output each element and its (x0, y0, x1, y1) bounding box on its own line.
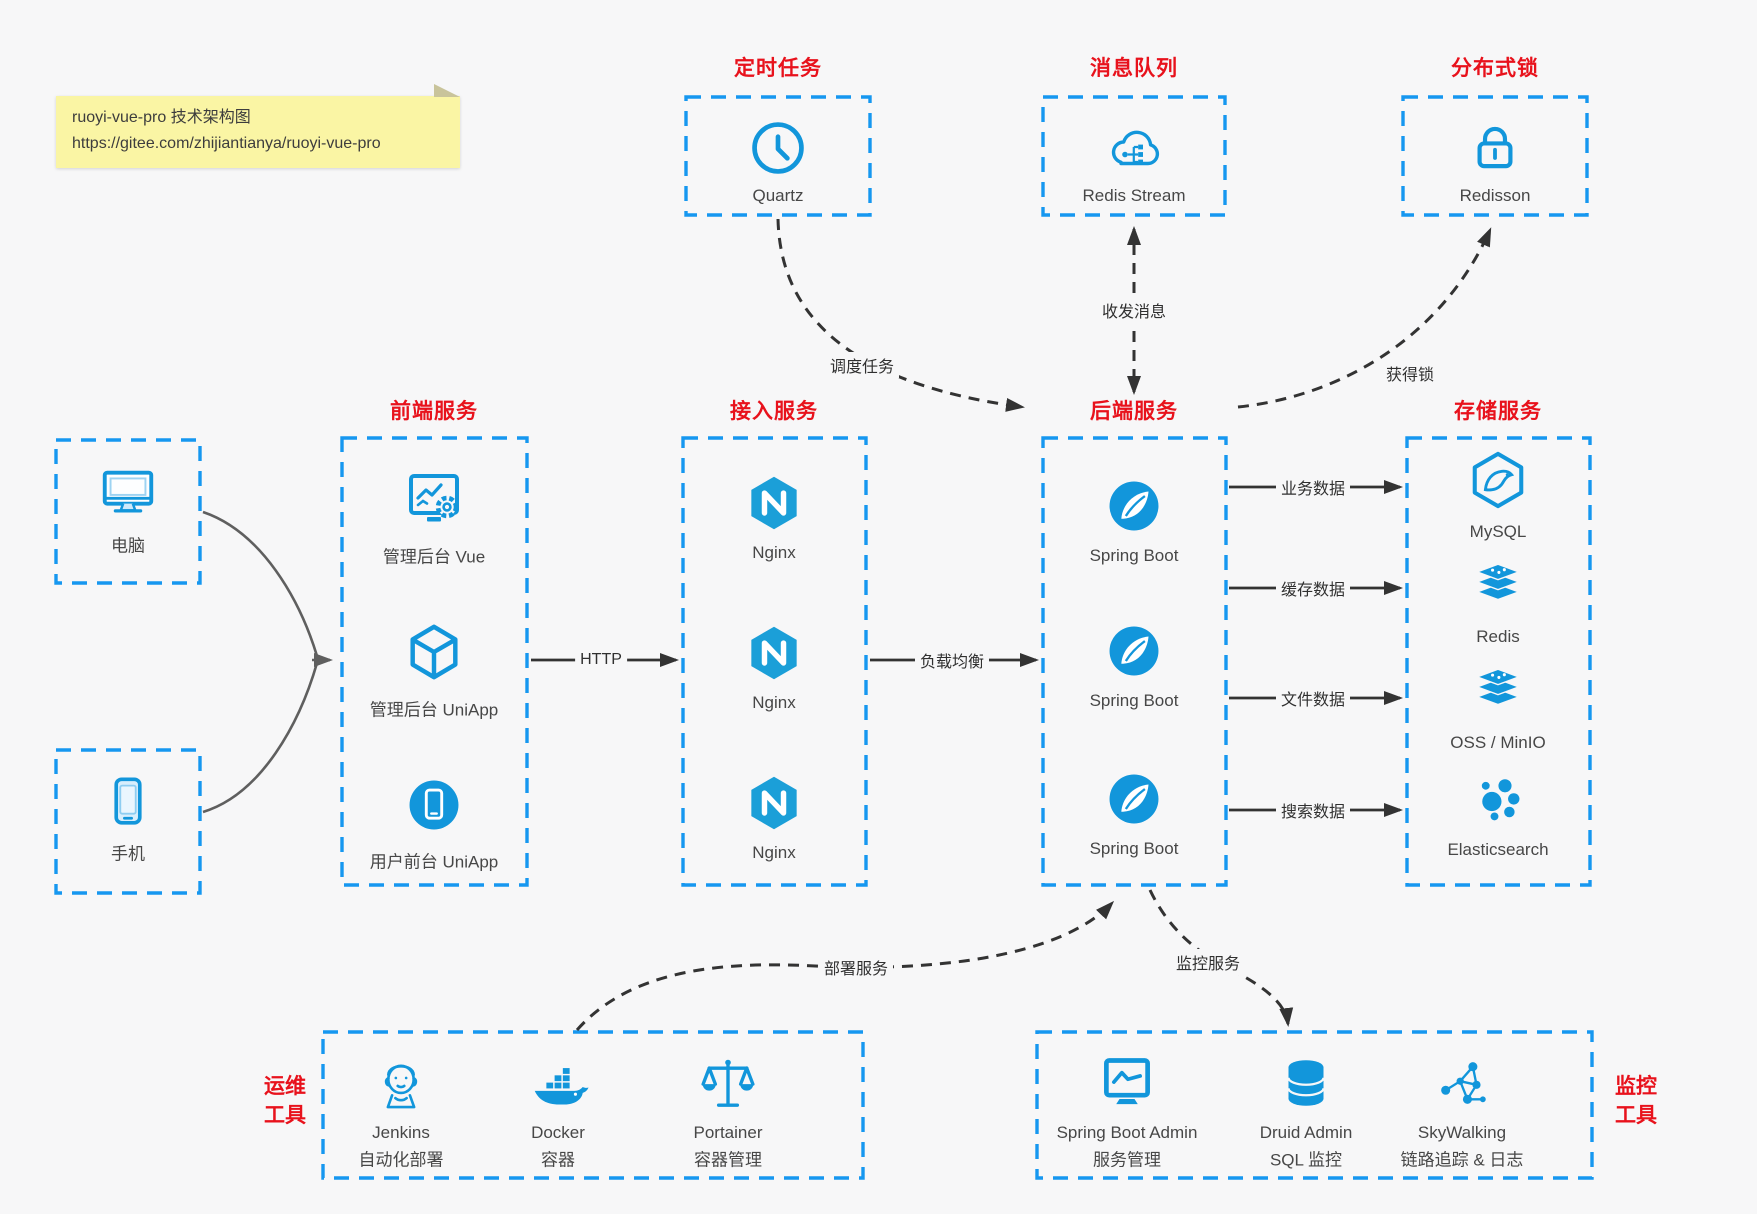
spring-boot-icon (1105, 770, 1163, 828)
node-label-spring-boot-3: Spring Boot (1089, 839, 1179, 858)
note-url: https://gitee.com/zhijiantianya/ruoyi-vu… (72, 135, 381, 152)
cloud-queue-icon (1102, 117, 1166, 181)
node-sublabel-druid: SQL 监控 (1269, 1150, 1343, 1170)
group-title-ops: 运维 工具 (264, 1072, 306, 1130)
oss-icon (1469, 662, 1527, 720)
desktop-icon (97, 461, 159, 523)
monitoring-box (1035, 1030, 1594, 1180)
dashed-arrows (575, 218, 1492, 1031)
mysql-icon (1467, 449, 1529, 511)
node-sublabel-portainer: 容器管理 (694, 1150, 762, 1170)
edge-label-business-data: 业务数据 (1275, 474, 1351, 500)
uniapp-cube-icon (403, 621, 465, 683)
node-label-elasticsearch: Elasticsearch (1447, 840, 1549, 859)
node-label-nginx-2: Nginx (752, 693, 796, 712)
node-label-skywalking: SkyWalking (1417, 1123, 1507, 1142)
node-label-spring-boot-1: Spring Boot (1089, 546, 1179, 565)
node-label-springboot-admin: Spring Boot Admin (1056, 1123, 1198, 1142)
node-label-redis: Redis (1476, 627, 1520, 646)
monitoring-title-line2: 工具 (1615, 1104, 1657, 1127)
frontend-box (340, 436, 529, 887)
monitoring-title-line1: 监控 (1615, 1075, 1657, 1098)
mobile-app-icon (405, 776, 463, 834)
group-title-backend: 后端服务 (1090, 400, 1178, 423)
note-title: ruoyi-vue-pro 技术架构图 (72, 109, 251, 126)
ops-title-line2: 工具 (264, 1104, 306, 1127)
group-title-gateway: 接入服务 (730, 400, 818, 423)
computer-box (54, 438, 202, 585)
node-label-admin-uniapp: 管理后台 UniApp (369, 700, 499, 720)
redis-icon (1469, 557, 1527, 615)
node-label-portainer: Portainer (693, 1123, 763, 1142)
node-sublabel-springboot-admin: 服务管理 (1093, 1150, 1161, 1170)
node-label-admin-vue: 管理后台 Vue (382, 547, 486, 567)
portainer-icon (698, 1055, 758, 1115)
spring-boot-icon (1105, 477, 1163, 535)
lock-icon (1466, 119, 1524, 177)
springboot-admin-icon (1097, 1053, 1157, 1113)
nginx-icon (745, 774, 803, 832)
backend-box (1041, 436, 1228, 887)
group-title-mq: 消息队列 (1090, 57, 1178, 80)
node-label-nginx-1: Nginx (752, 543, 796, 562)
client-arrows (202, 510, 333, 814)
elasticsearch-icon (1470, 770, 1526, 826)
node-label-nginx-3: Nginx (752, 843, 796, 862)
clock-icon (748, 118, 808, 178)
sticky-note-fold-icon (434, 84, 460, 97)
acquire-lock-arrow (1237, 227, 1492, 409)
jenkins-icon (371, 1055, 431, 1115)
node-sublabel-docker: 容器 (541, 1150, 575, 1170)
node-label-quartz: Quartz (752, 186, 804, 205)
edge-label-load-balance: 负载均衡 (914, 647, 990, 673)
storage-box (1405, 436, 1592, 887)
edge-label-file-data: 文件数据 (1275, 685, 1351, 711)
node-label-redis-stream: Redis Stream (1082, 186, 1186, 205)
node-label-docker: Docker (531, 1123, 585, 1142)
edge-label-deploy: 部署服务 (818, 954, 894, 980)
monitor-service-arrow (1148, 889, 1294, 1027)
group-title-frontend: 前端服务 (390, 400, 478, 423)
node-label-spring-boot-2: Spring Boot (1089, 691, 1179, 710)
gateway-box (681, 436, 868, 887)
spring-boot-icon (1105, 622, 1163, 680)
edge-label-http: HTTP (575, 650, 627, 670)
skywalking-icon (1433, 1054, 1491, 1112)
phone-box (54, 748, 202, 895)
node-label-druid: Druid Admin (1259, 1123, 1353, 1142)
group-title-scheduler: 定时任务 (734, 57, 822, 80)
node-label-redisson: Redisson (1459, 186, 1531, 205)
ops-box (321, 1030, 865, 1180)
node-label-mysql: MySQL (1469, 522, 1527, 541)
edge-label-search-data: 搜索数据 (1275, 797, 1351, 823)
group-title-storage: 存储服务 (1454, 400, 1542, 423)
nginx-icon (745, 624, 803, 682)
edge-label-send-receive: 收发消息 (1096, 297, 1172, 323)
druid-icon (1278, 1055, 1334, 1111)
edge-label-cache-data: 缓存数据 (1275, 575, 1351, 601)
node-label-phone: 手机 (111, 844, 145, 864)
node-label-computer: 电脑 (111, 536, 145, 556)
node-sublabel-jenkins: 自动化部署 (358, 1150, 444, 1170)
schedule-task-arrow (776, 218, 1025, 412)
group-title-monitoring: 监控 工具 (1615, 1072, 1657, 1130)
node-sublabel-skywalking: 链路追踪 & 日志 (1400, 1150, 1524, 1170)
nginx-icon (745, 474, 803, 532)
admin-vue-icon (401, 467, 467, 533)
edge-label-acquire-lock: 获得锁 (1380, 360, 1440, 386)
node-label-jenkins: Jenkins (372, 1123, 430, 1142)
edge-label-monitor: 监控服务 (1170, 949, 1246, 975)
ops-title-line1: 运维 (264, 1075, 306, 1098)
node-label-oss-minio: OSS / MinIO (1450, 733, 1546, 752)
docker-icon (527, 1055, 589, 1117)
deploy-service-arrow (575, 900, 1115, 1031)
group-title-lock: 分布式锁 (1451, 57, 1539, 80)
edge-label-schedule-task: 调度任务 (824, 352, 900, 378)
node-label-user-uniapp: 用户前台 UniApp (369, 852, 499, 872)
sticky-note: ruoyi-vue-pro 技术架构图 https://gitee.com/zh… (56, 84, 460, 168)
smartphone-icon (99, 772, 157, 830)
